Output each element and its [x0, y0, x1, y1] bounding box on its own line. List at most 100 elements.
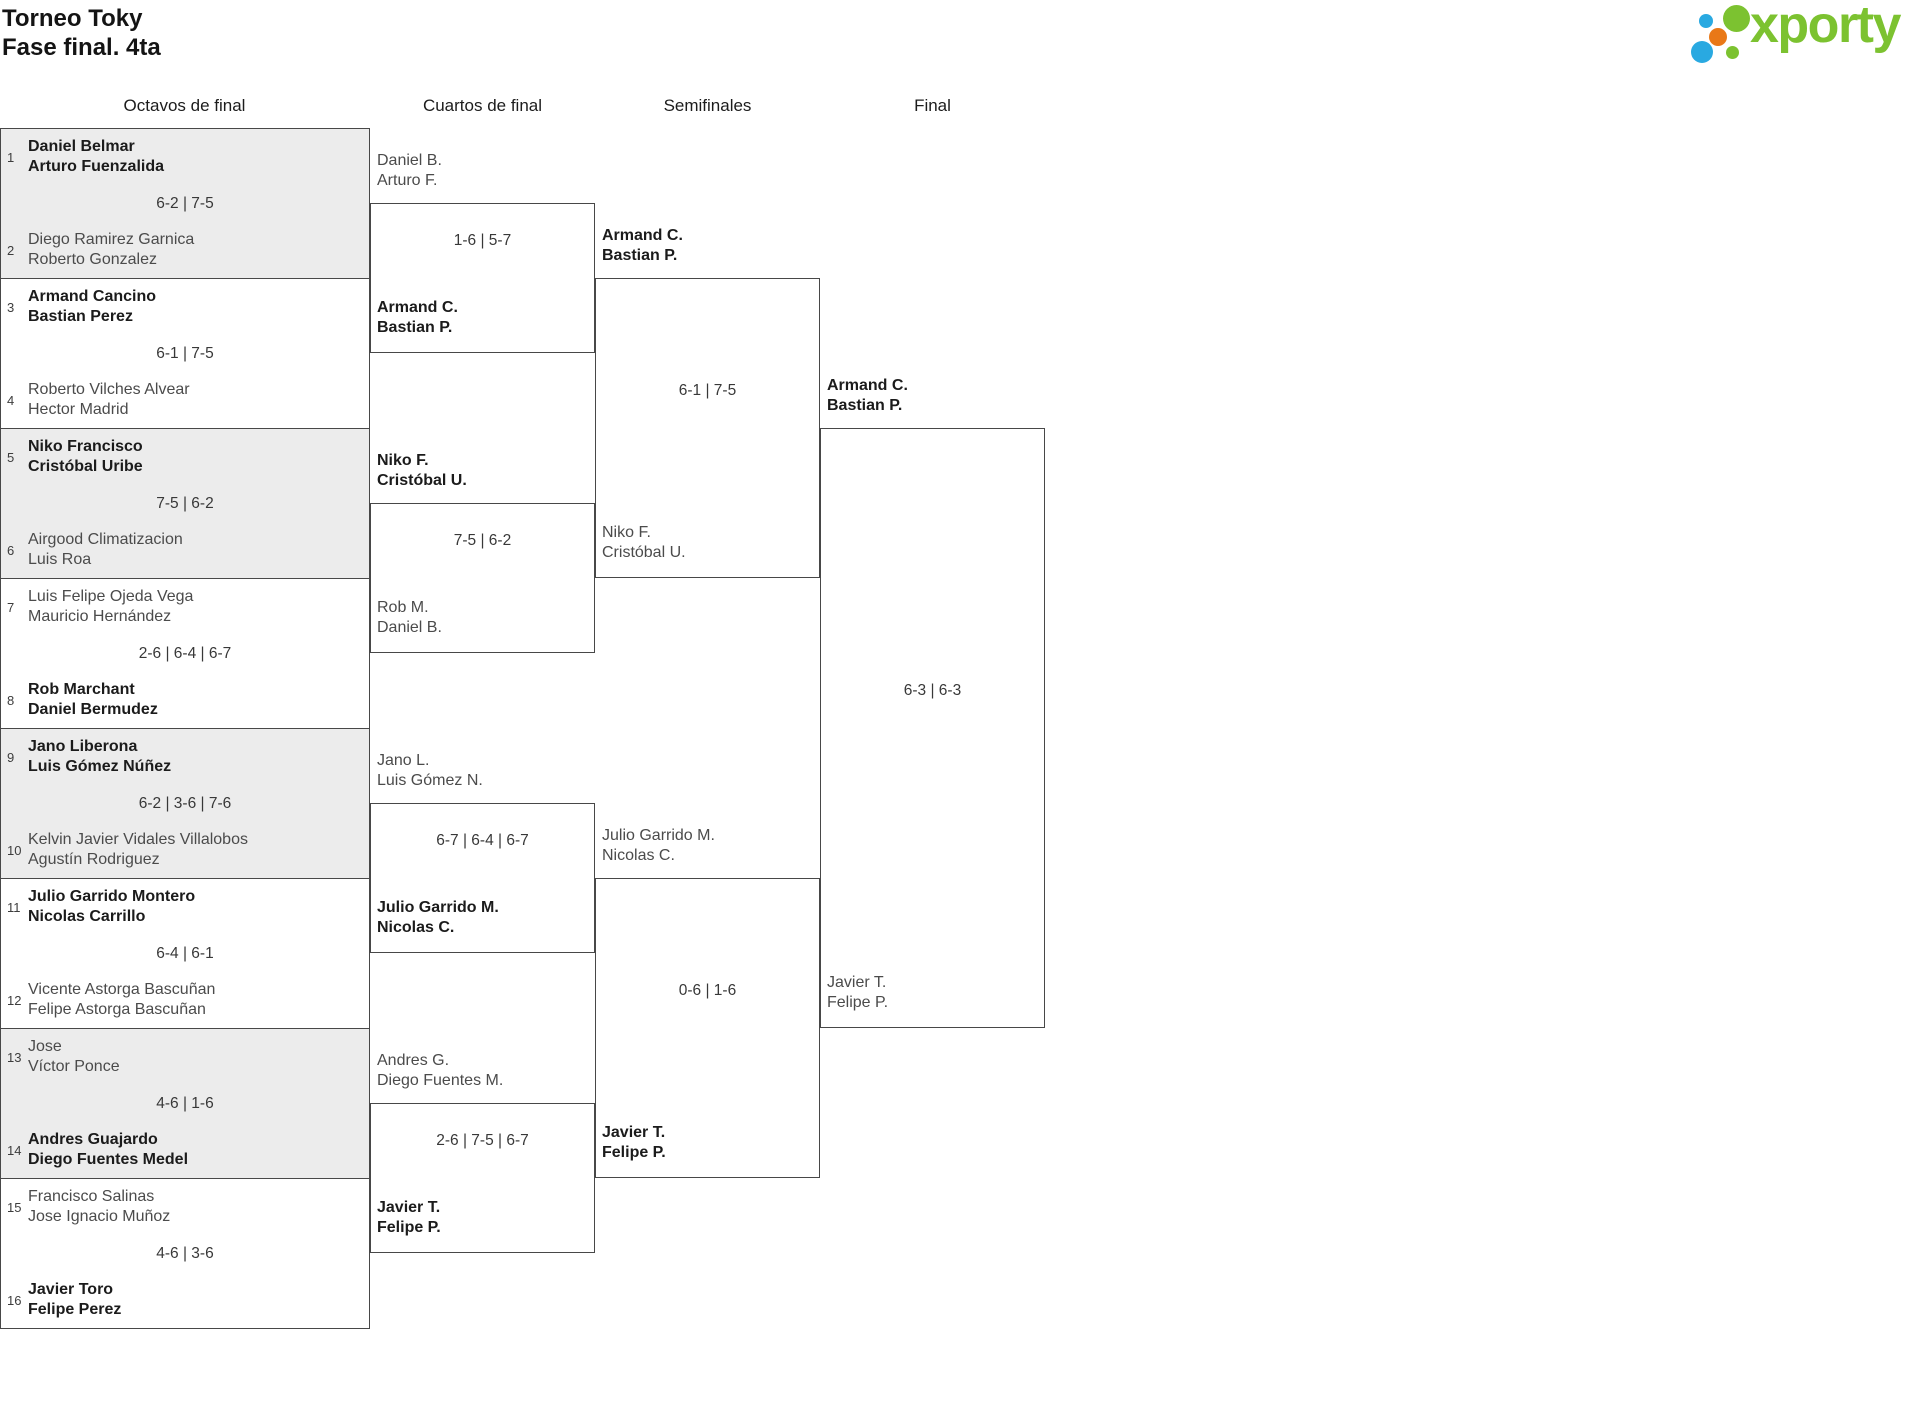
seed-number: 4	[7, 392, 15, 408]
match-sf-2: Julio Garrido M. Nicolas C. 0-6 | 1-6 Ja…	[595, 826, 820, 1178]
team-name: Airgood Climatizacion Luis Roa	[28, 531, 183, 568]
team-name: Armand Cancino Bastian Perez	[28, 288, 157, 325]
match-box	[370, 203, 595, 353]
team-slot: 4 Roberto Vilches Alvear Hector Madrid	[7, 380, 365, 420]
round-header-octavos: Octavos de final	[123, 96, 246, 115]
logo-dot-green-large	[1723, 5, 1750, 32]
match-score: 4-6 | 1-6	[156, 1094, 214, 1112]
team-slot: 3 Armand Cancino Bastian Perez	[7, 287, 365, 327]
match-r16-5: 9 Jano Liberona Luis Gómez Núñez 6-2 | 3…	[0, 728, 370, 879]
match-r16-7: 13 Jose Víctor Ponce 4-6 | 1-6 14 Andres…	[0, 1028, 370, 1179]
team-name: Armand C. Bastian P.	[827, 377, 908, 414]
team-name: Francisco Salinas Jose Ignacio Muñoz	[28, 1188, 171, 1225]
seed-number: 8	[7, 692, 15, 708]
team-name: Kelvin Javier Vidales Villalobos Agustín…	[28, 831, 248, 868]
team-slot: 10 Kelvin Javier Vidales Villalobos Agus…	[7, 830, 365, 870]
logo-dot-green-small	[1726, 46, 1739, 59]
seed-number: 13	[7, 1049, 22, 1065]
match-r16-8: 15 Francisco Salinas Jose Ignacio Muñoz …	[0, 1178, 370, 1329]
team-name: Andres Guajardo Diego Fuentes Medel	[28, 1131, 189, 1168]
team-name: Julio Garrido M. Nicolas C.	[602, 827, 715, 864]
logo-dot-blue-small	[1699, 14, 1713, 28]
team-slot: 11 Julio Garrido Montero Nicolas Carrill…	[7, 887, 365, 927]
match-box	[370, 803, 595, 953]
match-qf-4: Andres G. Diego Fuentes M. 2-6 | 7-5 | 6…	[370, 1051, 595, 1253]
team-name: Niko F. Cristóbal U.	[602, 524, 686, 561]
match-score: 2-6 | 6-4 | 6-7	[138, 644, 232, 662]
seed-number: 12	[7, 992, 22, 1008]
match-r16-1: 1 Daniel Belmar Arturo Fuenzalida 6-2 | …	[0, 128, 370, 279]
match-box	[370, 1103, 595, 1253]
seed-number: 6	[7, 542, 15, 558]
team-name: Rob Marchant Daniel Bermudez	[28, 681, 158, 718]
team-name: Julio Garrido M. Nicolas C.	[377, 899, 499, 936]
team-name: Andres G. Diego Fuentes M.	[377, 1052, 504, 1089]
match-score: 6-1 | 7-5	[678, 382, 737, 399]
match-score: 1-6 | 5-7	[453, 232, 512, 249]
round-header-cuartos: Cuartos de final	[422, 96, 543, 115]
team-slot: 5 Niko Francisco Cristóbal Uribe	[7, 437, 365, 477]
match-score: 6-1 | 7-5	[156, 344, 214, 362]
seed-number: 10	[7, 842, 22, 858]
tournament-phase: Fase final. 4ta	[2, 34, 161, 61]
seed-number: 7	[7, 599, 15, 615]
team-name: Javier T. Felipe P.	[377, 1199, 441, 1236]
team-name: Vicente Astorga Bascuñan Felipe Astorga …	[28, 981, 216, 1018]
team-slot: 16 Javier Toro Felipe Perez	[7, 1280, 365, 1320]
xporty-logo: xporty	[1688, 0, 1920, 78]
team-name: Jose Víctor Ponce	[28, 1038, 120, 1075]
team-name: Diego Ramirez Garnica Roberto Gonzalez	[28, 231, 195, 268]
match-score: 4-6 | 3-6	[156, 1244, 214, 1262]
seed-number: 11	[7, 899, 21, 915]
match-r16-2: 3 Armand Cancino Bastian Perez 6-1 | 7-5…	[0, 278, 370, 429]
match-sf-1: Armand C. Bastian P. 6-1 | 7-5 Niko F. C…	[595, 226, 820, 578]
team-slot: 14 Andres Guajardo Diego Fuentes Medel	[7, 1130, 365, 1170]
match-box	[595, 878, 820, 1178]
team-name: Javier T. Felipe P.	[602, 1124, 666, 1161]
team-slot: 15 Francisco Salinas Jose Ignacio Muñoz	[7, 1187, 365, 1227]
team-name: Niko F. Cristóbal U.	[377, 452, 467, 489]
seed-number: 2	[7, 242, 15, 258]
match-score: 0-6 | 1-6	[678, 982, 737, 999]
team-slot: 13 Jose Víctor Ponce	[7, 1037, 365, 1077]
match-score: 6-4 | 6-1	[156, 944, 214, 962]
seed-number: 14	[7, 1142, 22, 1158]
team-slot: 12 Vicente Astorga Bascuñan Felipe Astor…	[7, 980, 365, 1020]
team-name: Daniel B. Arturo F.	[377, 152, 442, 189]
match-score: 6-7 | 6-4 | 6-7	[436, 832, 529, 849]
team-name: Niko Francisco Cristóbal Uribe	[28, 438, 143, 475]
logo-dot-blue-large	[1691, 41, 1713, 63]
match-box	[370, 503, 595, 653]
team-slot: 7 Luis Felipe Ojeda Vega Mauricio Hernán…	[7, 587, 365, 627]
team-name: Armand C. Bastian P.	[602, 227, 683, 264]
team-name: Jano Liberona Luis Gómez Núñez	[28, 738, 172, 775]
team-name: Javier Toro Felipe Perez	[28, 1281, 122, 1318]
match-score: 7-5 | 6-2	[453, 532, 512, 549]
team-name: Roberto Vilches Alvear Hector Madrid	[28, 381, 190, 418]
team-name: Rob M. Daniel B.	[377, 599, 442, 636]
match-qf-3: Jano L. Luis Gómez N. 6-7 | 6-4 | 6-7 Ju…	[370, 751, 595, 953]
team-name: Daniel Belmar Arturo Fuenzalida	[28, 138, 165, 175]
seed-number: 3	[7, 299, 15, 315]
team-slot: 6 Airgood Climatizacion Luis Roa	[7, 530, 365, 570]
tournament-name: Torneo Toky	[2, 5, 143, 32]
match-score: 6-3 | 6-3	[903, 682, 962, 699]
match-r16-6: 11 Julio Garrido Montero Nicolas Carrill…	[0, 878, 370, 1029]
match-score: 6-2 | 7-5	[156, 194, 214, 212]
match-r16-3: 5 Niko Francisco Cristóbal Uribe 7-5 | 6…	[0, 428, 370, 579]
team-slot: 8 Rob Marchant Daniel Bermudez	[7, 680, 365, 720]
match-final: Armand C. Bastian P. 6-3 | 6-3 Javier T.…	[820, 376, 1045, 1028]
team-name: Javier T. Felipe P.	[827, 974, 889, 1011]
team-slot: 1 Daniel Belmar Arturo Fuenzalida	[7, 137, 365, 177]
match-qf-2: Niko F. Cristóbal U. 7-5 | 6-2 Rob M. Da…	[370, 451, 595, 653]
seed-number: 9	[7, 749, 15, 765]
team-slot: 9 Jano Liberona Luis Gómez Núñez	[7, 737, 365, 777]
match-box	[820, 428, 1045, 1028]
team-name: Jano L. Luis Gómez N.	[377, 752, 483, 789]
team-name: Luis Felipe Ojeda Vega Mauricio Hernánde…	[28, 588, 194, 625]
seed-number: 16	[7, 1292, 22, 1308]
match-score: 7-5 | 6-2	[156, 494, 214, 512]
logo-wordmark: xporty	[1750, 0, 1901, 54]
match-score: 6-2 | 3-6 | 7-6	[138, 794, 232, 812]
